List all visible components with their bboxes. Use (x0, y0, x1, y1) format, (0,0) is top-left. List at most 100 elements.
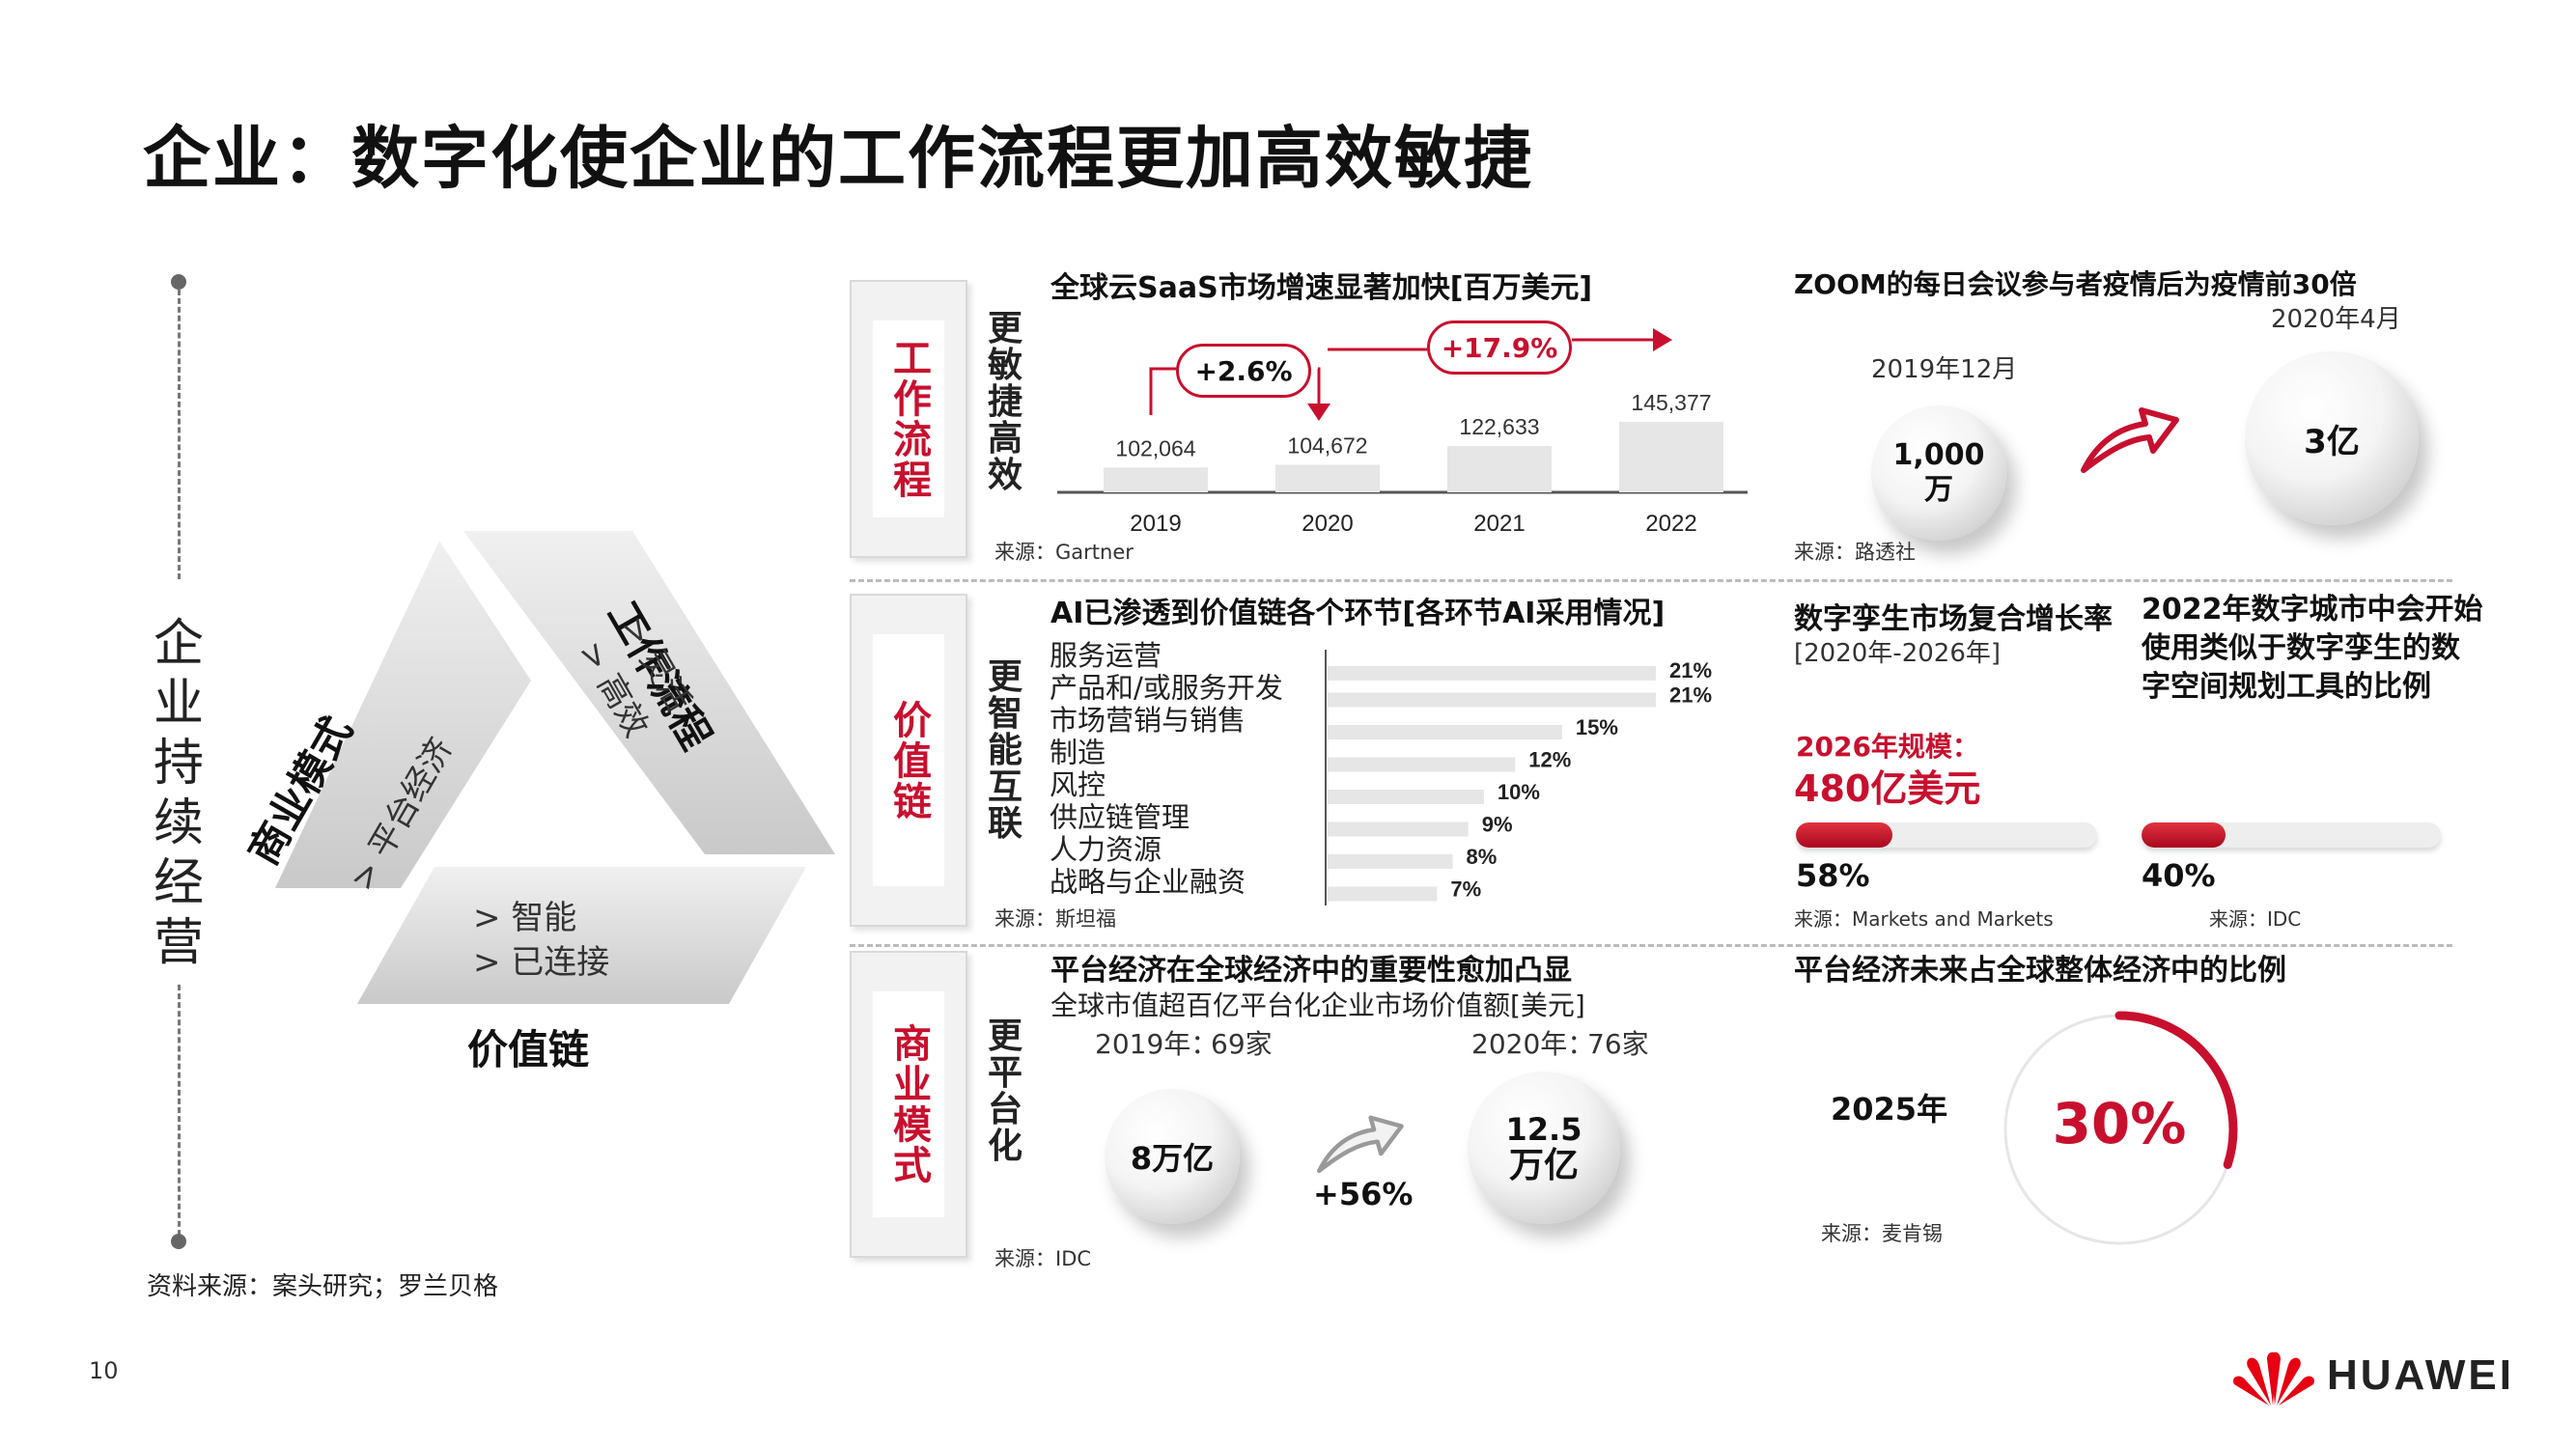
ai-category-label: 风控 (1050, 768, 1106, 801)
triangle-value-segment (357, 867, 806, 1004)
brand-name: HUAWEI (2327, 1351, 2514, 1399)
saas-value-label: 145,377 (1631, 390, 1711, 415)
saas-year-label: 2019 (1130, 511, 1181, 537)
ai-value-label: 21% (1669, 658, 1712, 682)
zoom-source: 来源：路透社 (1794, 541, 1916, 564)
tab-workflow-label: 工作流程 (886, 338, 931, 500)
ai-chart-title: AI已渗透到价值链各个环节[各环节AI采用情况] (1050, 597, 1666, 630)
saas-value-label: 102,064 (1115, 435, 1195, 460)
tab-business-model: 商业模式 (850, 951, 967, 1258)
saas-year-label: 2020 (1302, 511, 1353, 537)
ai-bar (1328, 790, 1484, 804)
tab-value-chain-label: 价值链 (886, 699, 931, 821)
saas-bar (1104, 467, 1208, 492)
ai-value-label: 7% (1450, 877, 1481, 902)
twin-market-pct: 58% (1796, 857, 1870, 894)
up-right-arrow-icon (2081, 407, 2179, 473)
timeline-line-top (178, 290, 181, 579)
saas-bar (1619, 422, 1723, 492)
saas-growth-bubble-2: +17.9% (1427, 320, 1572, 375)
platform-2019-circle: 8万亿 (1105, 1089, 1240, 1224)
triangle-diagram (275, 531, 835, 1004)
ai-source: 来源：斯坦福 (994, 907, 1116, 931)
saas-year-label: 2022 (1645, 511, 1696, 537)
platform-count-2: 76家 (1587, 1028, 1649, 1060)
ai-category-label: 制造 (1050, 737, 1106, 769)
platform-year-2: 2020年： (1471, 1028, 1595, 1060)
ai-category-label: 战略与企业融资 (1050, 866, 1246, 899)
huawei-logo-icon (2233, 1351, 2314, 1406)
future-share-ring (2003, 1011, 2238, 1245)
zoom-before-value-2: 万 (1924, 473, 1953, 507)
twin-city-title: 2022年数字城市中会开始 使用类似于数字孪生的数 字空间规划工具的比例 (2142, 591, 2483, 707)
triangle-business-segment (275, 541, 531, 888)
future-share-year: 2025年 (1831, 1091, 1948, 1128)
twin-city-bar (2142, 822, 2441, 848)
section-separator-2 (850, 944, 2452, 947)
ai-category-label: 人力资源 (1050, 833, 1162, 866)
ai-bar (1328, 692, 1656, 708)
tab-business-model-label: 商业模式 (886, 1023, 931, 1185)
twin-market-scale-value: 480亿美元 (1794, 767, 1981, 810)
triangle-value-item-1: > 智能 (473, 899, 577, 937)
zoom-after-circle: 3亿 (2245, 351, 2419, 525)
future-share-pct: 30% (2052, 1091, 2187, 1156)
triangle-value-label: 价值链 (467, 1026, 590, 1073)
twin-city-title-line-2: 使用类似于数字孪生的数 (2142, 631, 2460, 665)
future-share-title: 平台经济未来占全球整体经济中的比例 (1794, 954, 2286, 988)
platform-value-2-line-1: 12.5 (1505, 1111, 1582, 1148)
ai-bar (1328, 666, 1656, 681)
ai-category-label: 服务运营 (1050, 639, 1162, 672)
platform-title: 平台经济在全球经济中的重要性愈加凸显 (1050, 954, 1572, 988)
tab-workflow: 工作流程 (850, 280, 967, 558)
zoom-before-circle: 1,000 万 (1871, 405, 2006, 541)
ai-bar (1328, 757, 1516, 772)
ai-bar (1328, 725, 1562, 739)
ai-category-label: 产品和/或服务开发 (1050, 672, 1283, 705)
saas-growth-bubble-1: +2.6% (1176, 344, 1311, 398)
ai-value-label: 12% (1528, 748, 1571, 772)
section-separator-1 (850, 579, 2452, 582)
twin-city-title-line-3: 字空间规划工具的比例 (2142, 670, 2431, 704)
platform-subtitle: 全球市值超百亿平台化企业市场价值额[美元] (1050, 989, 1585, 1021)
saas-source: 来源：Gartner (994, 541, 1134, 564)
ai-value-label: 10% (1498, 780, 1540, 804)
saas-growth-1: +2.6% (1194, 354, 1293, 387)
saas-growth-arrows (1149, 328, 1672, 421)
saas-bar-chart: 102,0642019104,6722020122,6332021145,377… (1057, 390, 1748, 537)
page-number: 10 (89, 1357, 119, 1384)
saas-growth-2: +17.9% (1441, 331, 1558, 364)
twin-market-scale-label: 2026年规模： (1796, 731, 1979, 763)
twin-market-bar-fill (1796, 822, 1892, 848)
ai-bar (1328, 886, 1438, 902)
zoom-before-value-1: 1,000 (1892, 438, 1985, 472)
ai-category-label: 供应链管理 (1050, 801, 1190, 834)
ai-category-label: 市场营销与销售 (1050, 704, 1246, 737)
enterprise-vertical-label: 企业持续经营 (153, 615, 204, 972)
future-share-source: 来源：麦肯锡 (1821, 1222, 1943, 1245)
platform-count-1: 69家 (1211, 1028, 1273, 1060)
platform-growth: +56% (1313, 1176, 1414, 1212)
zoom-after-date: 2020年4月 (2271, 305, 2401, 334)
zoom-after-value: 3亿 (2304, 422, 2360, 461)
twin-market-source: 来源：Markets and Markets (1794, 907, 2054, 931)
twin-city-title-line-1: 2022年数字城市中会开始 (2142, 593, 2483, 627)
zoom-before-date: 2019年12月 (1871, 355, 2018, 384)
twin-market-bar (1796, 822, 2097, 848)
platform-2020-circle: 12.5 万亿 (1468, 1072, 1620, 1224)
business-vertical-text: 更平台化 (987, 1016, 1022, 1166)
twin-market-title: 数字孪生市场复合增长率 (1794, 602, 2113, 636)
ai-value-label: 9% (1482, 813, 1513, 837)
ai-bar (1328, 821, 1469, 837)
zoom-title: ZOOM的每日会议参与者疫情后为疫情前30倍 (1794, 268, 2357, 300)
twin-market-subtitle: [2020年-2026年] (1794, 639, 2002, 668)
twin-city-source: 来源：IDC (2209, 907, 2302, 931)
platform-source: 来源：IDC (994, 1247, 1092, 1270)
platform-year-1: 2019年： (1095, 1028, 1218, 1060)
timeline-top-dot (171, 274, 186, 290)
ai-value-label: 8% (1467, 845, 1498, 869)
triangle-workflow-segment (463, 531, 835, 854)
saas-value-label: 104,672 (1287, 432, 1367, 458)
ai-value-label: 15% (1576, 715, 1618, 739)
